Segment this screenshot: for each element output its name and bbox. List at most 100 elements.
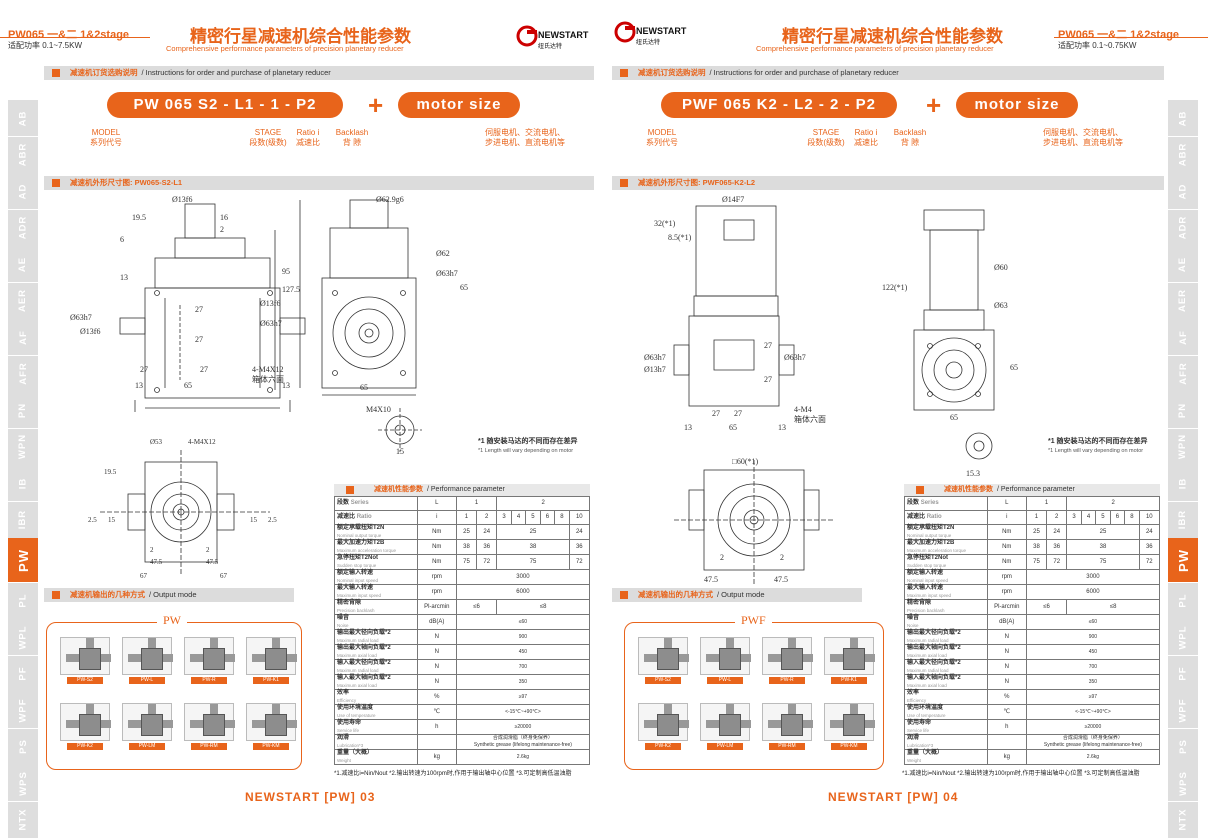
- tab-pf[interactable]: PF: [8, 655, 38, 692]
- tab-wps[interactable]: WPS: [1168, 765, 1198, 801]
- mode-label: PW-K1: [831, 677, 867, 684]
- shaft-icon: [741, 720, 751, 728]
- svg-text:箱体六面: 箱体六面: [794, 414, 826, 424]
- page-footer: NEWSTART [PW] 03: [245, 790, 376, 804]
- tab-ad[interactable]: AD: [1168, 173, 1198, 209]
- shaft-icon: [252, 654, 265, 662]
- mode-image: [762, 703, 813, 741]
- shaft-icon: [86, 638, 94, 648]
- output-section-bar: 减速机输出的几种方式/ Output mode: [44, 588, 294, 602]
- tab-ib[interactable]: IB: [1168, 465, 1198, 501]
- shaft-icon: [768, 720, 781, 728]
- tab-label: WPF: [1177, 697, 1189, 723]
- tab-wps[interactable]: WPS: [8, 765, 38, 801]
- tab-ntx[interactable]: NTX: [8, 801, 38, 838]
- tab-wpn[interactable]: WPN: [1168, 428, 1198, 465]
- tab-aer[interactable]: AER: [8, 282, 38, 319]
- tab-pn[interactable]: PN: [8, 392, 38, 428]
- tab-ab[interactable]: AB: [1168, 100, 1198, 136]
- tab-adr[interactable]: ADR: [8, 209, 38, 246]
- tab-ad[interactable]: AD: [8, 173, 38, 209]
- svg-text:65: 65: [1010, 363, 1018, 372]
- tab-pl[interactable]: PL: [8, 582, 38, 619]
- shaft-icon: [225, 720, 235, 728]
- mode-label: PW-KM: [253, 743, 289, 750]
- page-left: PW065 一&二 1&2stage 适配功率 0.1~7.5KW 精密行星减速…: [0, 0, 604, 825]
- tab-afr[interactable]: AFR: [1168, 355, 1198, 392]
- gearbox-icon: [141, 714, 163, 736]
- tab-pf[interactable]: PF: [1168, 655, 1198, 692]
- power-range: 适配功率 0.1~7.5KW: [8, 41, 83, 50]
- svg-text:16: 16: [220, 213, 228, 222]
- tab-pw[interactable]: PW: [8, 538, 38, 582]
- tab-adr[interactable]: ADR: [1168, 209, 1198, 246]
- shaft-icon: [66, 654, 79, 662]
- tab-pn[interactable]: PN: [1168, 392, 1198, 428]
- tab-abr[interactable]: ABR: [1168, 136, 1198, 173]
- shaft-icon: [679, 720, 689, 728]
- tab-aer[interactable]: AER: [1168, 282, 1198, 319]
- tab-pw[interactable]: PW: [1168, 538, 1198, 582]
- mode-label: PW-R: [769, 677, 805, 684]
- tab-ib[interactable]: IB: [8, 465, 38, 501]
- tab-afr[interactable]: AFR: [8, 355, 38, 392]
- svg-text:19.5: 19.5: [104, 468, 117, 476]
- output-section-bar: 减速机输出的几种方式/ Output mode: [612, 588, 862, 602]
- tab-pl[interactable]: PL: [1168, 582, 1198, 619]
- mode-image: [246, 637, 297, 675]
- tab-wpf[interactable]: WPF: [1168, 692, 1198, 728]
- tab-wpf[interactable]: WPF: [8, 692, 38, 728]
- mode-label: PW-RM: [191, 743, 227, 750]
- shaft-icon: [272, 704, 280, 714]
- svg-text:13: 13: [778, 423, 786, 432]
- tab-ae[interactable]: AE: [8, 246, 38, 282]
- output-mode-pw-rm: PW-RM: [179, 701, 239, 753]
- tab-ab[interactable]: AB: [8, 100, 38, 136]
- tab-ntx[interactable]: NTX: [1168, 801, 1198, 838]
- tab-label: AE: [17, 256, 29, 272]
- shaft-icon: [706, 720, 719, 728]
- shaft-icon: [850, 704, 858, 714]
- shaft-icon: [86, 704, 94, 714]
- mode-label: PW-K1: [253, 677, 289, 684]
- note-length-cn: *1 随安装马达的不同而存在差异: [1048, 438, 1148, 445]
- footnotes: *1.减速比i=Nin/Nout *2.输出转速为100rpm时,作用于输出轴中…: [902, 771, 1140, 777]
- order-section-bar: 减速机订货选购说明/ Instructions for order and pu…: [612, 66, 1164, 80]
- tab-ps[interactable]: PS: [1168, 728, 1198, 765]
- tab-wpl[interactable]: WPL: [1168, 619, 1198, 655]
- shaft-icon: [803, 654, 813, 662]
- svg-text:47.5: 47.5: [774, 575, 788, 584]
- svg-text:Ø63h7: Ø63h7: [784, 353, 806, 362]
- tab-abr[interactable]: ABR: [8, 136, 38, 173]
- mode-label: PW-K2: [645, 743, 681, 750]
- svg-text:65: 65: [184, 381, 192, 390]
- svg-text:Ø63h7: Ø63h7: [70, 313, 92, 322]
- tab-ibr[interactable]: IBR: [1168, 501, 1198, 538]
- order-section-bar: 减速机订货选购说明/ Instructions for order and pu…: [44, 66, 594, 80]
- tab-ps[interactable]: PS: [8, 728, 38, 765]
- gearbox-icon: [719, 648, 741, 670]
- tab-ae[interactable]: AE: [1168, 246, 1198, 282]
- tab-wpn[interactable]: WPN: [8, 428, 38, 465]
- tab-ibr[interactable]: IBR: [8, 501, 38, 538]
- svg-text:13: 13: [684, 423, 692, 432]
- tab-af[interactable]: AF: [8, 319, 38, 355]
- mode-image: [60, 637, 111, 675]
- tab-label: ADR: [1177, 215, 1189, 240]
- gearbox-icon: [843, 648, 865, 670]
- tab-wpl[interactable]: WPL: [8, 619, 38, 655]
- perf-title-bar: 减速机性能参数/ Performance parameter: [334, 484, 590, 496]
- mode-image: [122, 637, 173, 675]
- svg-text:67: 67: [140, 572, 148, 580]
- tab-af[interactable]: AF: [1168, 319, 1198, 355]
- svg-text:27: 27: [764, 341, 772, 350]
- mode-image: [762, 637, 813, 675]
